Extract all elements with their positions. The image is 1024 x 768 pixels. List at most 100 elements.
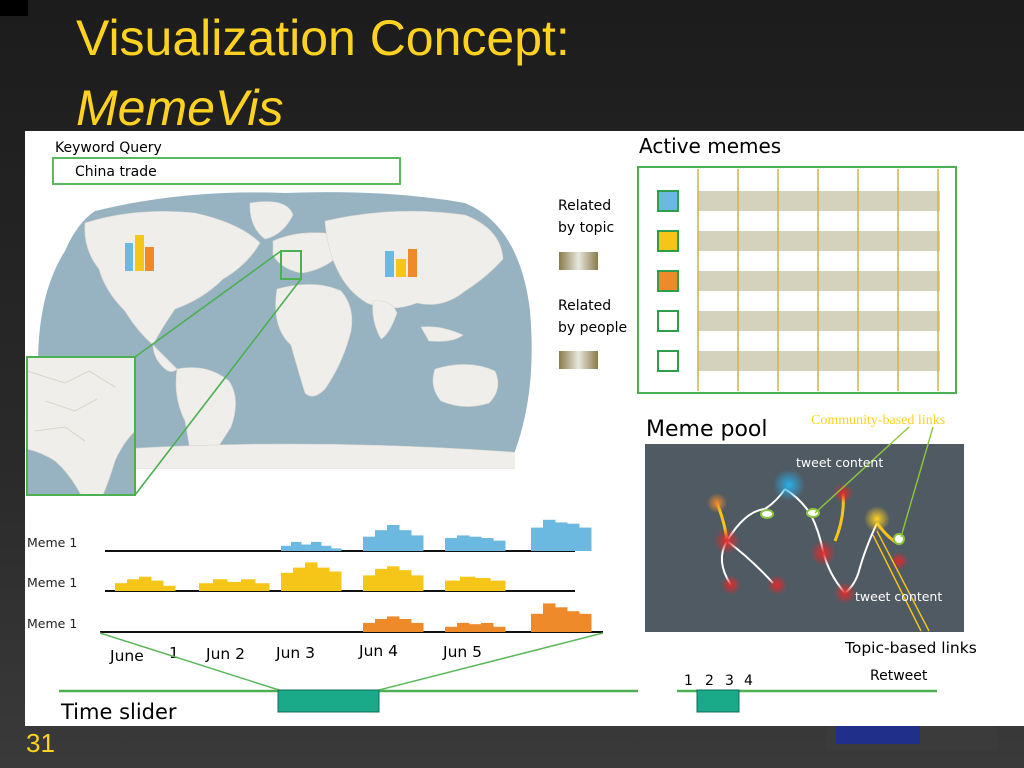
timeline-bar: [531, 613, 544, 632]
retweet-tick-2: 2: [705, 673, 714, 689]
date-label-jun3: Jun 3: [275, 644, 315, 662]
date-label-june: June: [109, 647, 144, 665]
timeline-row-label-3: Meme 1: [27, 616, 77, 631]
keyword-query-value: China trade: [75, 164, 157, 180]
meme-timeline: Meme 1 Meme 1 Meme 1: [27, 519, 603, 633]
timeline-row-label-1: Meme 1: [27, 535, 77, 550]
date-label-1: 1: [169, 644, 179, 662]
timeline-bar: [490, 580, 506, 591]
timeline-bar: [115, 583, 128, 591]
timeline-bar: [411, 575, 424, 591]
timeline-bar: [321, 545, 332, 551]
slider-range-right-guide: [378, 632, 604, 691]
map-bars-north-america: [125, 235, 154, 271]
tweet-content-label-bottom: tweet content: [855, 589, 942, 604]
timeline-row-label-2: Meme 1: [27, 575, 77, 590]
legend-people-swatch: [559, 351, 598, 369]
timeline-bar: [567, 611, 580, 632]
concept-figure: Keyword Query China trade: [25, 131, 1024, 726]
timeline-bar: [281, 545, 292, 551]
inset-link-bottom: [134, 278, 302, 496]
timeline-bar: [227, 581, 242, 591]
timeline-bar: [363, 622, 376, 632]
map-zoom-selection[interactable]: [280, 250, 302, 280]
date-label-jun5: Jun 5: [442, 643, 482, 661]
timeline-bar: [255, 583, 270, 591]
retweet-tick-4: 4: [744, 673, 753, 689]
slide-title: Visualization Concept:: [76, 10, 570, 66]
meme-activity-bar-3: [698, 271, 940, 291]
date-label-jun4: Jun 4: [358, 642, 398, 660]
timeline-bar: [387, 566, 400, 591]
timeline-bar: [411, 622, 424, 632]
retweet-label: Retweet: [870, 668, 928, 684]
timeline-bar: [163, 585, 176, 591]
retweet-slider-handle[interactable]: [696, 689, 740, 713]
timeline-bar: [199, 583, 214, 591]
timeline-bar: [329, 571, 342, 591]
legend-topic-line1: Related: [558, 198, 611, 214]
community-links-annotation: Community-based links: [811, 413, 945, 428]
timeline-bar: [399, 619, 412, 632]
active-meme-rows: [657, 169, 940, 391]
active-memes-title: Active memes: [639, 134, 781, 158]
meme-swatch-4[interactable]: [657, 310, 679, 332]
timeline-bar: [127, 579, 140, 591]
timeline-bar: [493, 626, 506, 632]
meme-pool-panel[interactable]: tweet content tweet content: [645, 426, 964, 632]
timeline-bar: [305, 562, 318, 591]
world-map[interactable]: [38, 192, 532, 469]
inset-link-top: [134, 250, 282, 358]
slider-range-left-guide: [99, 632, 280, 691]
meme-swatch-3[interactable]: [657, 270, 679, 292]
keyword-query-label: Keyword Query: [55, 140, 162, 156]
timeline-bar: [363, 575, 376, 591]
legend-people-line1: Related: [558, 298, 611, 314]
timeline-bar: [445, 626, 458, 632]
timeline-bar: [387, 525, 400, 551]
meme-swatch-2[interactable]: [657, 230, 679, 252]
keyword-query-input[interactable]: [52, 157, 401, 185]
timeline-bar: [363, 536, 376, 551]
timeline-bar: [375, 568, 388, 591]
meme-pool-title: Meme pool: [646, 417, 767, 442]
legend-topic-line2: by topic: [558, 220, 614, 236]
europe-inset-map: [26, 356, 136, 496]
timeline-bar: [460, 576, 476, 591]
timeline-bar: [475, 578, 491, 591]
time-slider-label: Time slider: [60, 700, 177, 724]
slide-number: 31: [26, 728, 55, 758]
timeline-bar: [481, 622, 494, 632]
timeline-bar: [213, 579, 228, 591]
timeline-bar: [301, 544, 312, 551]
footer-blue-block: [836, 726, 920, 744]
retweet-tick-1: 1: [684, 673, 693, 689]
date-label-jun2: Jun 2: [205, 645, 245, 663]
timeline-bar: [579, 527, 592, 551]
timeline-bar: [375, 619, 388, 632]
figure-canvas: Keyword Query China trade: [26, 134, 977, 724]
timeline-bar: [457, 622, 470, 632]
timeline-bar: [469, 624, 482, 632]
corner-decoration: [0, 0, 28, 16]
timeline-bar: [493, 540, 506, 551]
timeline-bar: [445, 538, 458, 551]
timeline-bar: [481, 538, 494, 551]
meme-activity-bar-4: [698, 311, 940, 331]
timeline-bar: [555, 522, 568, 551]
meme-swatch-1[interactable]: [657, 190, 679, 212]
retweet-tick-3: 3: [725, 673, 734, 689]
timeline-bar: [387, 616, 400, 632]
timeline-bar: [399, 570, 412, 591]
timeline-bar: [311, 541, 322, 551]
meme-swatch-5[interactable]: [657, 350, 679, 372]
timeline-bar: [555, 607, 568, 632]
tweet-content-label-top: tweet content: [796, 455, 883, 470]
timeline-bar: [531, 527, 544, 551]
timeline-bar: [579, 613, 592, 632]
timeline-bar: [567, 523, 580, 551]
timeline-bar: [293, 567, 306, 591]
time-slider-handle[interactable]: [277, 689, 380, 713]
meme-activity-bar-2: [698, 231, 940, 251]
timeline-bar: [317, 567, 330, 591]
